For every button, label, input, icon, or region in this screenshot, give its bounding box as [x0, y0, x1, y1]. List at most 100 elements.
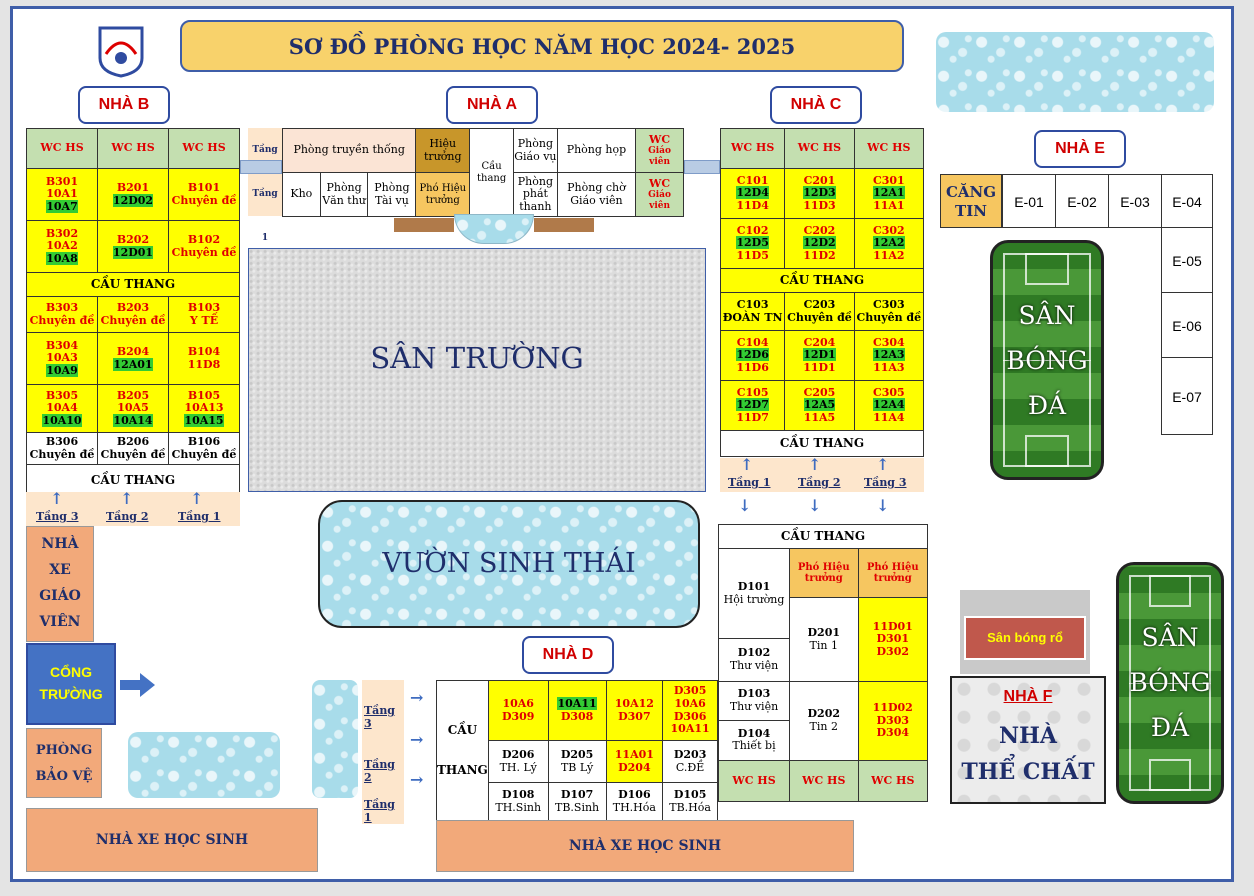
room-class: 11A3: [873, 360, 905, 374]
bench: [534, 218, 594, 232]
room-code: B103: [187, 300, 221, 314]
room-code: B201: [116, 180, 150, 194]
pho-hieu-truong: Phó Hiệu trưởng: [857, 548, 929, 599]
room-e: E-03: [1108, 174, 1162, 228]
room-code: B203: [116, 300, 150, 314]
room-code: B301: [45, 174, 79, 188]
text-line: TB Lý: [560, 760, 594, 774]
room-a: Phòng truyền thống: [281, 128, 417, 173]
wc-hs: WC HS: [784, 128, 855, 169]
class-highlight: 10A7: [46, 199, 78, 213]
text-line: 12A01: [98, 357, 168, 372]
room-a: Phòng phát thanh: [513, 172, 558, 217]
room-code: C204: [803, 335, 836, 349]
wc-hs: WC HS: [719, 128, 786, 169]
room-code: B105: [187, 388, 221, 402]
court-label: Sân bóng rổ: [987, 630, 1063, 645]
text-line: ĐÁ: [1027, 391, 1067, 420]
room-code: C302: [872, 223, 905, 237]
wc-hs: WC HS: [718, 760, 790, 802]
san-truong-label: SÂN TRƯỜNG: [370, 341, 584, 375]
text-line: THANG: [437, 762, 488, 777]
text-line: 12D2: [785, 236, 853, 250]
text-line: THỂ CHẤT: [961, 759, 1095, 785]
arrow-up-icon: ↑: [50, 489, 64, 508]
room-class: Chuyên đề: [29, 447, 95, 461]
stair-label: Tầng 3: [36, 510, 79, 523]
room-code: D104: [737, 726, 771, 740]
room-code: D202: [807, 707, 841, 721]
phong-bao-ve: PHÒNG BẢO VỆ: [26, 728, 102, 798]
room-code: B306: [45, 434, 79, 448]
text-line: TH. Lý: [499, 760, 537, 774]
room-class: 11A2: [873, 248, 905, 262]
room-use: Tin 1: [809, 638, 838, 652]
san-bong-da-2: SÂN BÓNG ĐÁ: [1116, 562, 1224, 804]
room-class: 10A2: [46, 239, 78, 253]
room-class: ĐOÀN TN: [722, 310, 783, 324]
bench: [394, 218, 454, 232]
arrow-up-icon: ↑: [740, 455, 754, 474]
class-highlight: 10A9: [46, 363, 78, 377]
room-e: E-07: [1161, 357, 1213, 435]
room-use: Thiết bị: [732, 739, 776, 753]
cau-thang-b-bottom: CẦU THANG: [26, 464, 240, 497]
cau-thang-c-bottom: CẦU THANG: [720, 430, 924, 457]
room-class: 11D3: [803, 198, 836, 212]
text-line: D107: [560, 787, 594, 801]
stair-label: Tầng 2: [364, 758, 396, 784]
room-class: Chuyên đề: [856, 310, 922, 324]
text-line: D305: [673, 684, 707, 698]
arrow-down-icon: ↓: [808, 496, 822, 515]
text-line: 12D02: [98, 193, 168, 208]
room-class: 11A1: [873, 198, 905, 212]
arrow-right-icon: →: [410, 770, 424, 789]
room-class: 11D5: [736, 248, 769, 262]
nha-xe-giao-vien: NHÀ XE GIÁO VIÊN: [26, 526, 94, 642]
room-class: Y TẾ: [189, 313, 219, 327]
text-line: BÓNG: [1129, 668, 1211, 697]
room-class: Chuyên đề: [787, 310, 852, 324]
vuon-sinh-thai: VƯỜN SINH THÁI: [318, 500, 700, 628]
field-label: SÂN BÓNG ĐÁ: [993, 293, 1101, 428]
room-code: B304: [45, 338, 79, 352]
room-class: 10A3: [46, 351, 78, 365]
room-a: Hiệu trưởng: [415, 128, 471, 173]
class-highlight: 10A15: [184, 413, 224, 427]
text-line: 10A15: [169, 413, 239, 428]
decor-water-top: [936, 32, 1214, 112]
text-line: 11D02: [872, 701, 913, 715]
room-use: Thư viện: [729, 658, 779, 672]
text-line: NHÀ: [999, 723, 1057, 749]
text-line: PHÒNG: [35, 743, 93, 758]
text-line: 10A9: [27, 363, 97, 378]
room-code: B202: [116, 232, 150, 246]
room-code: C104: [736, 335, 769, 349]
text-line: D301: [876, 632, 910, 646]
text-line: 12A5: [785, 398, 853, 412]
room-a: Phòng Giáo vụ: [513, 128, 558, 173]
room-use: Tin 2: [809, 720, 838, 734]
